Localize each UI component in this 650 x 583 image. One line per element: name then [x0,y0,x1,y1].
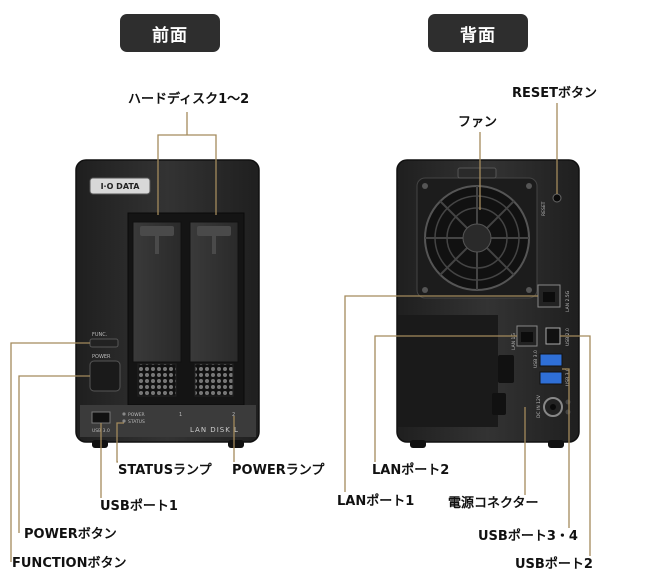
label-power-button: POWERボタン [24,527,117,542]
power-led-text: POWER [128,412,145,418]
back-section-title: 背面 [428,14,528,52]
usb-back-mid-text: USB 3.0 [533,350,539,368]
func-text: FUNC. [92,332,108,338]
label-lan-port-1: LANポート1 [337,494,415,509]
label-status-lamp: STATUSランプ [118,463,212,478]
bay-1-text: 1 [179,412,182,418]
usb-port-1[interactable] [91,411,111,424]
front-device [75,159,260,448]
label-lan-port-2: LANポート2 [372,463,450,478]
label-power-lamp: POWERランプ [232,463,325,478]
label-usb-port-2: USBポート2 [515,557,593,572]
status-led-text: STATUS [128,419,145,425]
lan-25g-text: LAN 2.5G [565,290,571,312]
label-fan: ファン [458,115,498,130]
usb-port-2[interactable] [545,327,561,345]
model-text: LAN DISK L [190,426,239,434]
power-button[interactable] [89,360,121,392]
label-power-connector: 電源コネクター [448,496,539,511]
back-device [396,159,580,448]
power-text: POWER [92,354,111,360]
bay-2-text: 2 [232,412,235,418]
label-usb-port-34: USBポート3・4 [478,529,578,544]
label-hdd: ハードディスク1〜2 [128,92,250,107]
brand-logo [89,177,151,195]
lan-1g-text: LAN 1G [511,333,517,350]
label-function-button: FUNCTIONボタン [12,556,127,571]
leader-lines [10,103,591,562]
dc-in-text: DC IN 12V [536,394,542,418]
hdd-tray-1[interactable] [132,221,182,397]
label-reset-button: RESETボタン [512,86,598,101]
usb-port-4[interactable] [539,371,563,385]
usb-back-top-text: USB 2.0 [565,328,571,346]
power-lamp [122,412,126,416]
reset-text: RESET [541,201,547,216]
usb-back-bot-text: USB 3.0 [565,368,571,386]
label-usb-port-1: USBポート1 [100,499,178,514]
reset-button[interactable] [552,193,562,203]
status-lamp [122,419,126,423]
hdd-tray-2[interactable] [189,221,239,397]
usb-port-3[interactable] [539,353,563,367]
fan [416,177,538,299]
function-button[interactable] [89,338,119,348]
front-section-title: 前面 [120,14,220,52]
brand-text: I·O DATA [101,182,141,191]
